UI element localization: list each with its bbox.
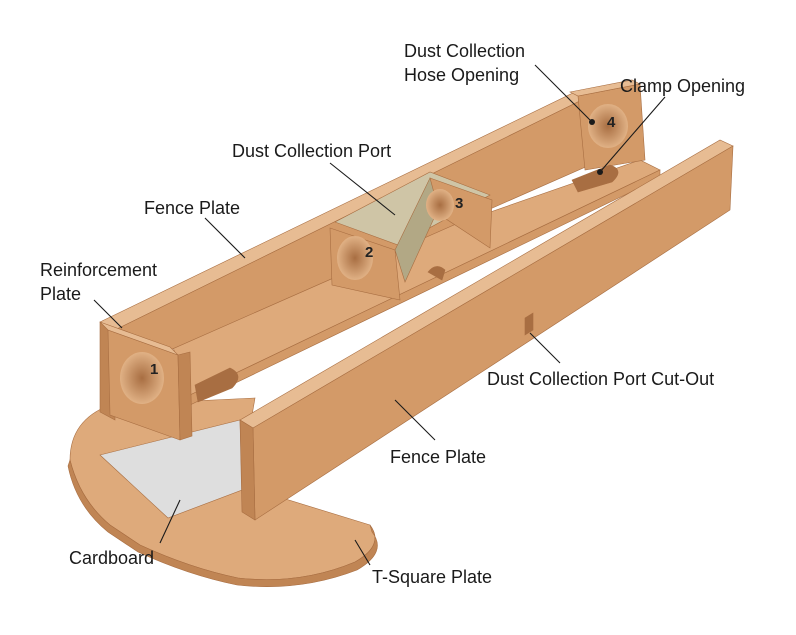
label-dust-port: Dust Collection Port [232,141,391,161]
t-square-plate-edge [67,458,378,587]
reinforcement-plate-side [177,351,193,441]
leader-cardboard [159,499,181,544]
port-cut-out [524,312,534,336]
leader-dust-port [329,162,396,216]
leader-clamp [599,96,666,173]
leader-lines [93,64,666,566]
label-cardboard: Cardboard [69,548,154,568]
label-reinforcement-2: Plate [40,284,81,304]
leader-fence-front [394,399,436,441]
leader-fence-back [204,217,246,259]
part-number-4: 4 [607,114,616,131]
label-port-cutout: Dust Collection Port Cut-Out [487,369,714,389]
label-fence-plate-back: Fence Plate [144,198,240,218]
back-fence-assembly [99,79,661,441]
leader-reinforcement [93,299,123,329]
front-fence-plate-end [239,419,256,521]
label-t-square: T-Square Plate [372,567,492,587]
label-hose-opening-1: Dust Collection [404,41,525,61]
leader-t-square [354,539,371,566]
label-reinforcement-1: Reinforcement [40,260,157,280]
label-fence-plate-front: Fence Plate [390,447,486,467]
clamp-slot-right [571,164,619,193]
front-fence-plate [239,139,734,521]
label-hose-opening-2: Hose Opening [404,65,519,85]
right-end-block-top [569,79,641,97]
leader-hose [534,64,593,123]
hole-2 [337,236,373,280]
part-number-3: 3 [455,195,463,212]
hole-3 [426,189,454,221]
leader-cutout [529,332,561,364]
hole-1 [120,352,164,404]
hole-4 [588,104,628,148]
label-clamp-opening: Clamp Opening [620,76,745,96]
port-notch [427,266,446,281]
part-number-1: 1 [150,361,158,378]
part-number-2: 2 [365,244,373,261]
clamp-slot-left [194,367,239,403]
